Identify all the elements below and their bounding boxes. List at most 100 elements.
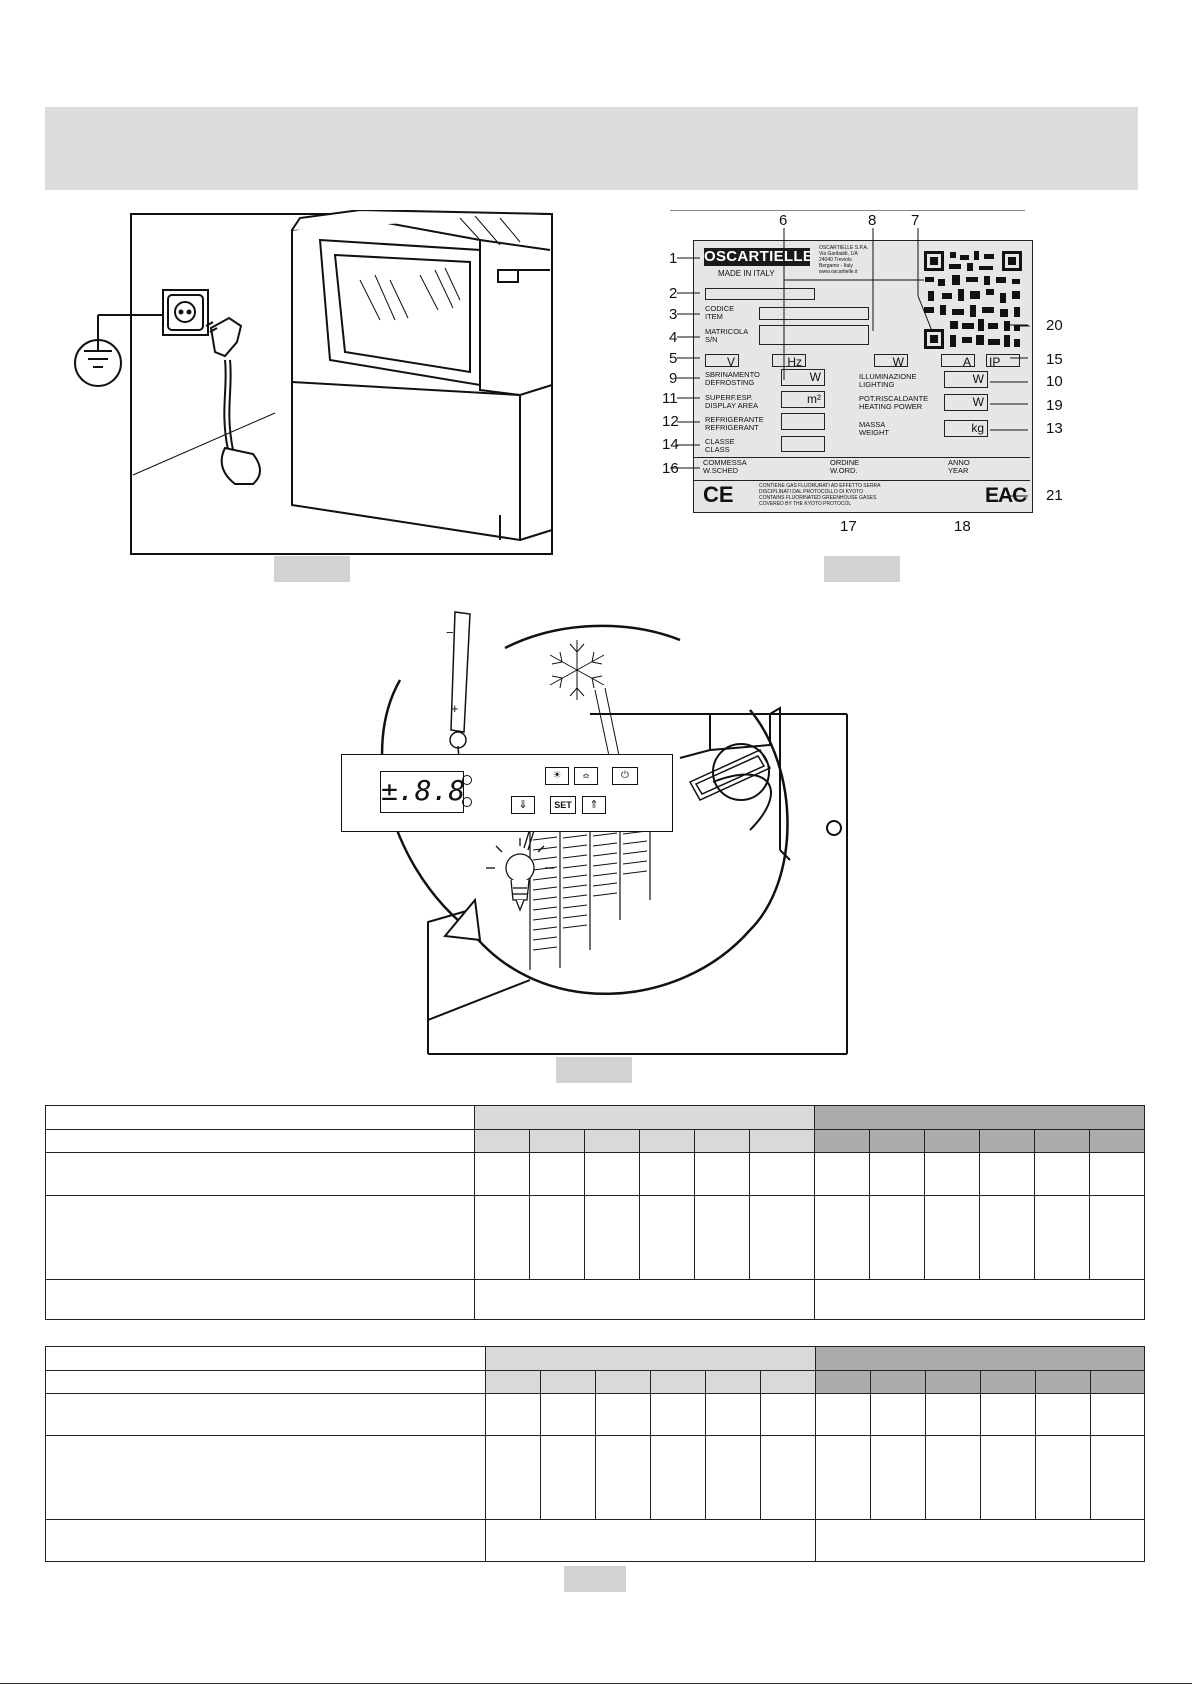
up-button[interactable]: ⇑ [582,796,606,814]
display-area-label: SUPERF.ESP.DISPLAY AREA [705,393,759,410]
table-1-subheader-label [45,1129,475,1153]
temperature-display: ±.8.8 [380,771,465,813]
weight-box: kg [944,420,988,437]
table-1-group-b-header [814,1105,1146,1130]
spec-table-2 [45,1346,1146,1562]
footer-rule [0,1683,1192,1684]
table-2-subheader-label [45,1370,486,1394]
figure-1-caption-box [274,556,350,582]
callout-7: 7 [911,212,920,229]
callout-21: 21 [1046,487,1063,504]
callout-5: 5 [669,350,678,367]
table-row [45,1435,1146,1520]
table-2-group-a-header [484,1346,817,1371]
table-caption-box [564,1566,626,1592]
ground-symbol-icon [74,314,166,387]
nameplate-callout-lines [670,210,1030,469]
lighting-power-box: W [944,371,988,388]
power-button[interactable]: ⏻ [612,767,638,785]
wall-socket-icon [162,289,209,336]
table-row [45,1152,1146,1196]
callout-17: 17 [840,518,857,535]
callout-15: 15 [1046,351,1063,368]
callout-18: 18 [954,518,971,535]
nameplate-callout-lines-right [990,324,1028,497]
arrow-down-icon: ⇓ [518,799,528,811]
current-box: A [941,354,975,369]
power-plug-icon [205,316,261,485]
table-2-group-b-header [815,1346,1146,1371]
model-name-box [705,288,815,300]
callout-19: 19 [1046,397,1063,414]
table-2-header-label [45,1346,486,1371]
display-cabinet-drawing [291,210,553,542]
callout-10: 10 [1046,373,1063,390]
defrost-icon: ≏ [582,771,590,781]
table-1-header-label [45,1105,475,1130]
serial-number-box [759,325,869,345]
spec-table-1 [45,1105,1146,1320]
eac-mark-icon: EAC [985,484,1027,507]
callout-1: 1 [669,250,678,267]
table-row [45,1393,1146,1436]
callout-13: 13 [1046,420,1063,437]
light-toggle-icon: ☀ [552,770,562,781]
figure-2-caption-box [824,556,900,582]
glass-reflection-lines [359,215,521,321]
frequency-box: Hz [772,354,806,369]
callout-9: 9 [669,370,678,387]
figure-power-connection [74,210,553,555]
refrigerant-box [781,413,825,430]
heating-power-box: W [944,394,988,411]
callout-14: 14 [662,436,679,453]
display-area-box: m² [781,391,825,408]
arrow-up-icon: ⇑ [589,799,599,811]
fluorinated-gas-notice: CONTIENE GAS FLUORURATI AD EFFETTO SERRA… [759,483,881,507]
thermometer-plus-mark: + [451,701,459,716]
defrosting-power-box: W [781,369,825,386]
callout-16: 16 [662,460,679,477]
status-led-top [462,775,472,785]
controller-panel: ±.8.8 ☀ ≏ ⏻ ⇓ SET ⇑ [341,754,673,832]
vent-grille [529,822,651,970]
defrost-button[interactable]: ≏ [574,767,598,785]
section-header-band [45,107,1138,190]
class-box [781,436,825,452]
made-in-label: MADE IN ITALY [718,269,775,278]
ce-mark-icon: CE [703,482,734,507]
company-address: OSCARTIELLE S.P.A. Via Garibaldi, 1/A 24… [819,245,869,275]
ip-rating-box: IP [986,354,1020,369]
callout-20: 20 [1046,317,1063,334]
cabinet-controller [688,743,772,801]
voltage-box: V [705,354,739,369]
down-button[interactable]: ⇓ [511,796,535,814]
status-led-bottom [462,797,472,807]
power-icon: ⏻ [621,770,629,781]
power-box: W [874,354,908,369]
callout-6: 6 [779,212,788,229]
table-row [45,1519,1146,1562]
snowflake-icon [549,640,623,771]
set-button[interactable]: SET [550,796,576,814]
callout-8: 8 [868,212,877,229]
table-row [45,1195,1146,1280]
table-1-group-a-header [473,1105,816,1130]
thermometer-minus-mark: − [446,625,454,640]
callout-3: 3 [669,306,678,323]
callout-11: 11 [662,390,678,407]
callout-12: 12 [662,413,679,430]
callout-4: 4 [669,329,678,346]
qr-code-icon [922,249,1024,351]
light-button[interactable]: ☀ [545,767,569,785]
item-code-box [759,307,869,320]
